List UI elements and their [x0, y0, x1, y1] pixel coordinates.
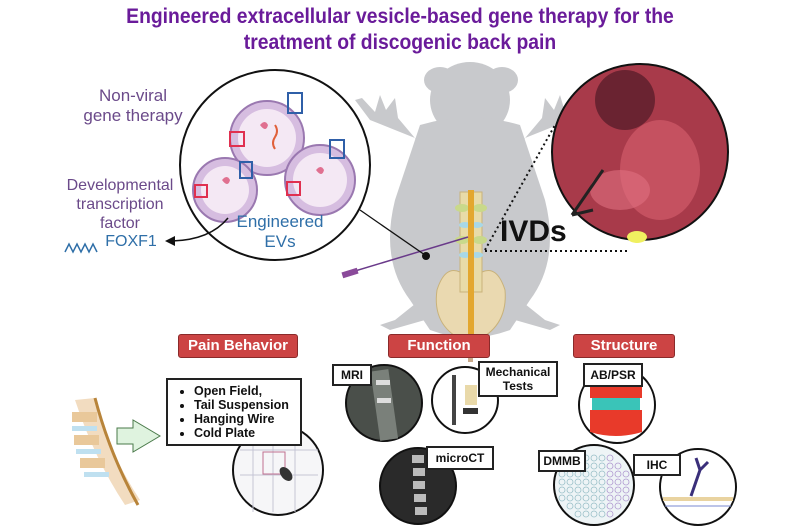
- plate-well-icon: [582, 494, 590, 502]
- plate-well-icon: [598, 510, 606, 518]
- title-line-2: treatment of discogenic back pain: [243, 31, 557, 54]
- plate-well-icon: [614, 462, 622, 470]
- non-viral-line-2: gene therapy: [83, 106, 183, 125]
- plate-well-icon: [590, 510, 598, 518]
- plate-well-icon: [606, 454, 614, 462]
- plate-well-icon: [598, 454, 606, 462]
- vesicle-icon: [284, 139, 356, 216]
- plate-well-icon: [582, 478, 590, 486]
- mech-line-2: Tests: [502, 379, 534, 393]
- plate-well-icon: [598, 494, 606, 502]
- plate-well-icon: [598, 470, 606, 478]
- plate-well-icon: [582, 510, 590, 518]
- structure-label: Structure: [573, 334, 675, 358]
- microct-label: microCT: [426, 446, 494, 470]
- engineered-evs-label: Engineered EVs: [225, 212, 335, 252]
- dna-strand-icon: [64, 242, 98, 254]
- plate-well-icon: [582, 470, 590, 478]
- plate-well-icon: [598, 462, 606, 470]
- plate-well-icon: [558, 486, 566, 494]
- spine-side-view-icon: [72, 397, 140, 506]
- engineered-ev-circle: [179, 69, 371, 261]
- non-viral-label: Non-viral gene therapy: [58, 86, 208, 126]
- mechanical-tests-label: Mechanical Tests: [478, 361, 558, 397]
- plate-well-icon: [622, 478, 630, 486]
- plate-well-icon: [598, 478, 606, 486]
- vesicle-icon: [192, 157, 258, 223]
- plate-well-icon: [606, 478, 614, 486]
- tf-line-2: transcription: [76, 196, 164, 213]
- plate-well-icon: [606, 494, 614, 502]
- figure-title: Engineered extracellular vesicle-based g…: [32, 4, 768, 56]
- open-field-test-circle: [232, 424, 324, 516]
- plate-well-icon: [574, 502, 582, 510]
- plate-well-icon: [614, 502, 622, 510]
- function-label: Function: [388, 334, 490, 358]
- plate-well-icon: [606, 462, 614, 470]
- pain-test-item: Hanging Wire: [194, 412, 292, 426]
- tf-line-3: factor: [99, 215, 140, 232]
- plate-well-icon: [614, 478, 622, 486]
- plate-well-icon: [590, 470, 598, 478]
- plate-well-icon: [590, 494, 598, 502]
- plate-well-icon: [614, 470, 622, 478]
- plate-well-icon: [566, 502, 574, 510]
- plate-well-icon: [590, 502, 598, 510]
- plate-well-icon: [590, 478, 598, 486]
- plate-well-icon: [566, 486, 574, 494]
- plate-well-icon: [590, 462, 598, 470]
- ihc-label: IHC: [633, 454, 681, 476]
- mech-line-1: Mechanical: [485, 365, 551, 379]
- plate-well-icon: [566, 478, 574, 486]
- plate-well-icon: [606, 486, 614, 494]
- plate-well-icon: [606, 470, 614, 478]
- pain-test-item: Open Field,: [194, 384, 292, 398]
- plate-well-icon: [582, 486, 590, 494]
- transcription-factor-label: Developmental transcription factor: [55, 176, 185, 233]
- pain-test-item: Tail Suspension: [194, 398, 292, 412]
- mri-label: MRI: [332, 364, 372, 386]
- plate-well-icon: [574, 510, 582, 518]
- arrow-head-icon: [165, 236, 175, 246]
- plate-well-icon: [622, 470, 630, 478]
- ivds-label: IVDs: [500, 215, 567, 248]
- ab-psr-label: AB/PSR: [583, 363, 643, 387]
- tf-line-1: Developmental: [66, 177, 174, 194]
- foxf1-label: FOXF1: [105, 233, 157, 250]
- plate-well-icon: [622, 486, 630, 494]
- plate-well-icon: [558, 478, 566, 486]
- ev-line-1: Engineered: [236, 212, 324, 231]
- plate-well-icon: [598, 502, 606, 510]
- non-viral-line-1: Non-viral: [98, 86, 168, 105]
- plate-well-icon: [598, 486, 606, 494]
- plate-well-icon: [566, 494, 574, 502]
- plate-well-icon: [614, 494, 622, 502]
- syringe-needle-icon: [341, 236, 469, 279]
- plate-well-icon: [590, 454, 598, 462]
- plate-well-icon: [582, 502, 590, 510]
- pain-tests-list: Open Field, Tail Suspension Hanging Wire…: [166, 378, 302, 446]
- plate-well-icon: [606, 510, 614, 518]
- arrow-right-icon: [116, 419, 161, 453]
- ev-line-2: EVs: [264, 232, 296, 251]
- plate-well-icon: [614, 486, 622, 494]
- title-line-1: Engineered extracellular vesicle-based g…: [126, 5, 674, 28]
- spine-icon: [435, 190, 506, 362]
- plate-well-icon: [574, 494, 582, 502]
- injection-point-icon: [422, 252, 430, 260]
- plate-well-icon: [574, 486, 582, 494]
- pain-test-item: Cold Plate: [194, 426, 292, 440]
- plate-well-icon: [590, 486, 598, 494]
- plate-well-icon: [558, 494, 566, 502]
- plate-well-icon: [606, 502, 614, 510]
- ivd-photo: [551, 63, 729, 243]
- pain-behavior-label: Pain Behavior: [178, 334, 298, 358]
- plate-well-icon: [622, 494, 630, 502]
- dmmb-label: DMMB: [538, 450, 586, 472]
- plate-well-icon: [574, 478, 582, 486]
- vesicle-icon: [229, 92, 305, 176]
